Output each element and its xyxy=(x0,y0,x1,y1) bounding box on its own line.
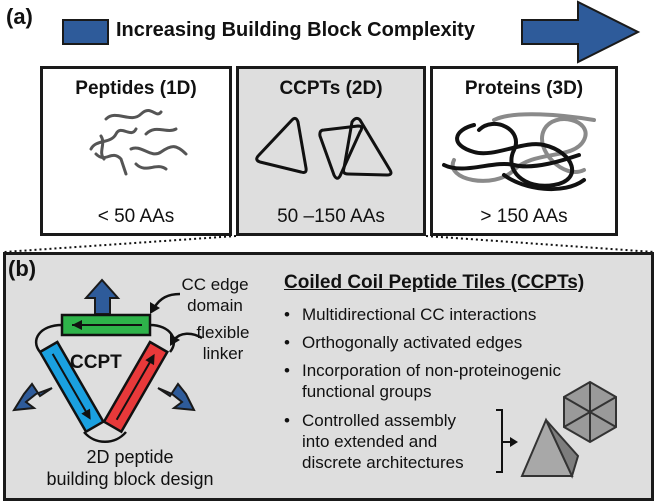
protein-fold-illustration xyxy=(442,112,596,192)
bullet-text: Controlled assembly xyxy=(302,411,457,430)
bullet-item: • Orthogonally activated edges xyxy=(284,332,522,353)
assembly-architectures-illustration xyxy=(496,380,617,479)
bullet-dot: • xyxy=(284,333,290,352)
bullet-text: Orthogonally activated edges xyxy=(302,333,523,352)
edge-domain-line-2: domain xyxy=(187,296,243,315)
peptides-footer: < 50 AAs xyxy=(97,206,175,227)
linker-line-1: flexible xyxy=(196,323,250,342)
design-caption: 2D peptide building block design xyxy=(20,446,240,490)
linker-line-2: linker xyxy=(202,344,244,363)
bullet-dot: • xyxy=(284,361,290,380)
bullet-dot: • xyxy=(284,305,290,324)
edge-domain-label: CC edge domain xyxy=(170,274,260,316)
design-caption-line-2: building block design xyxy=(46,469,214,489)
ccpts-footer: 50 –150 AAs xyxy=(277,206,385,227)
bullet-item: • Incorporation of non-proteinogenic fun… xyxy=(284,360,561,402)
bullet-text: Incorporation of non-proteinogenic xyxy=(302,361,561,380)
bullet-text: functional groups xyxy=(302,382,432,401)
proteins-footer: > 150 AAs xyxy=(480,206,568,227)
edge-domain-line-1: CC edge xyxy=(181,275,249,294)
bullet-text: Multidirectional CC interactions xyxy=(302,305,537,324)
proteins-box: Proteins (3D) > 150 AAs xyxy=(430,66,618,236)
bullet-text: into extended and xyxy=(302,432,438,451)
proteins-title: Proteins (3D) xyxy=(464,78,584,99)
ccpt-tile-diagram xyxy=(12,278,203,443)
bullet-item: • Controlled assembly into extended and … xyxy=(284,410,464,473)
ccpts-box: CCPTs (2D) 50 –150 AAs xyxy=(236,66,426,236)
tiles-title: Coiled Coil Peptide Tiles (CCPTs) xyxy=(284,272,585,293)
panel-b-label: (b) xyxy=(8,256,37,281)
peptides-box: Peptides (1D) < 50 AAs xyxy=(40,66,232,236)
panel-a-label: (a) xyxy=(6,4,33,29)
bullet-text: discrete architectures xyxy=(302,453,464,472)
design-caption-line-1: 2D peptide xyxy=(86,447,174,467)
bullet-dot: • xyxy=(284,411,290,430)
flexible-linker-label: flexible linker xyxy=(180,322,266,364)
ccpt-triangles-illustration xyxy=(255,116,393,180)
ccpt-label: CCPT xyxy=(70,352,122,373)
bullet-item: • Multidirectional CC interactions xyxy=(284,304,536,325)
ccpts-title: CCPTs (2D) xyxy=(279,78,383,99)
peptide-strands-illustration xyxy=(89,108,188,176)
complexity-banner-text: Increasing Building Block Complexity xyxy=(116,19,475,41)
complexity-arrow xyxy=(62,0,641,64)
peptides-title: Peptides (1D) xyxy=(75,78,197,99)
